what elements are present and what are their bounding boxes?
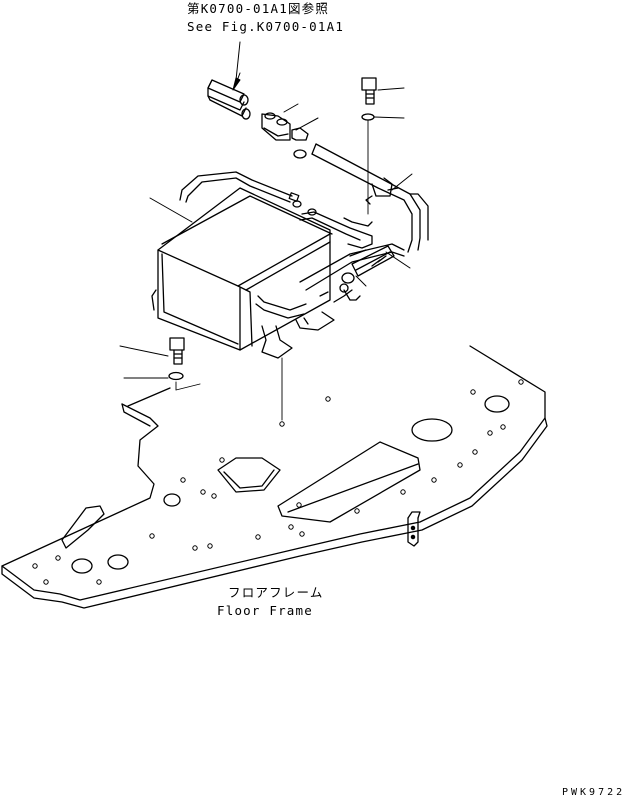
rect-opening-left	[62, 506, 104, 548]
hose-end-knurled	[352, 246, 394, 276]
hose-pieces	[208, 80, 250, 119]
tank-hose	[180, 172, 299, 202]
tank-clamp	[340, 218, 372, 300]
floor-frame-label-english: Floor Frame	[217, 603, 313, 618]
floor-frame-openings	[62, 396, 509, 573]
large-hole-1	[412, 419, 452, 441]
large-hole-5	[164, 494, 180, 506]
rect-opening-upper	[218, 458, 280, 492]
rect-opening-center	[278, 442, 420, 522]
floor-frame-bolt-holes	[33, 380, 523, 584]
reference-leader	[236, 42, 240, 80]
reference-arrow	[233, 78, 240, 90]
connecting-hoses	[256, 201, 372, 318]
floor-frame-label-japanese: フロアフレーム	[228, 585, 324, 600]
reference-label-english: See Fig.K0700-01A1	[187, 19, 345, 34]
large-hole-4	[108, 555, 128, 569]
top-bolt	[362, 78, 376, 104]
drawing-code: PWK9722	[562, 787, 626, 798]
pipe-clamp	[366, 178, 398, 204]
large-hole-3	[72, 559, 92, 573]
floor-frame-bracket	[408, 512, 420, 546]
tank-mount-brackets	[262, 312, 334, 358]
reference-label-japanese: 第K0700-01A1図参照	[187, 1, 330, 16]
large-hole-2	[485, 396, 509, 412]
top-washer	[362, 114, 374, 120]
lower-bolt	[170, 338, 184, 364]
tank	[152, 188, 332, 350]
centerlines	[176, 120, 368, 420]
fitting-set	[262, 113, 308, 158]
pipe-assembly	[300, 144, 428, 290]
leader-lines	[120, 73, 412, 378]
lower-washer	[169, 373, 183, 380]
floor-frame-plate	[2, 346, 547, 608]
